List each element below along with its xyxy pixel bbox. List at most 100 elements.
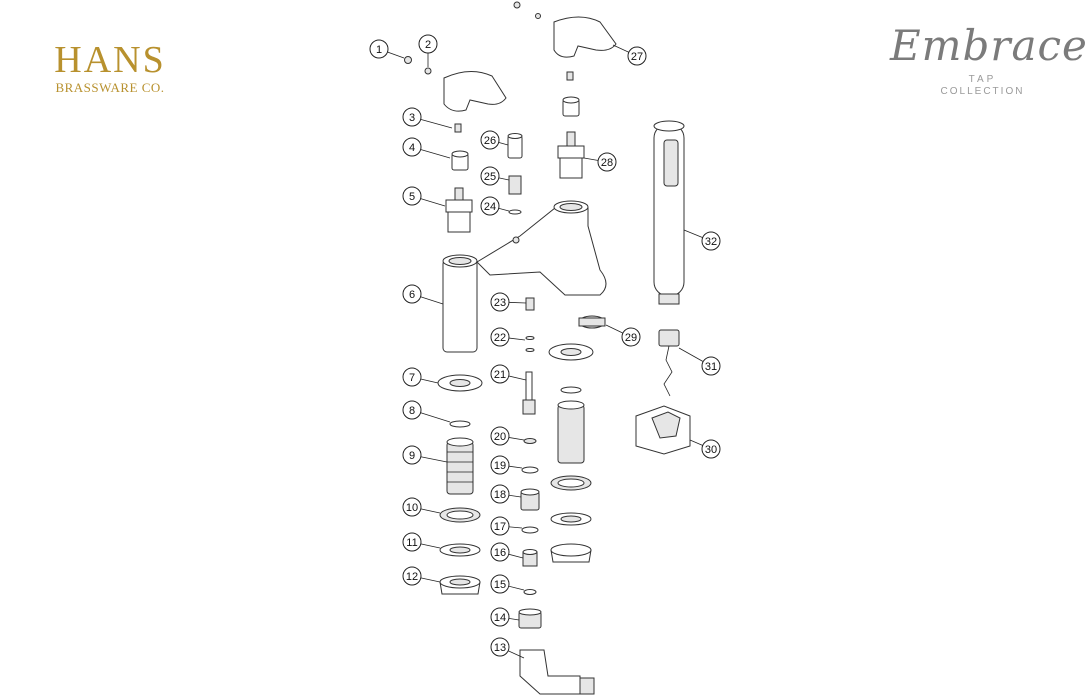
callout-number-18: 18 [494, 489, 506, 501]
part-14-nut [518, 608, 542, 629]
callout-circle-32 [701, 231, 721, 251]
part-24-o-ring [508, 209, 522, 215]
callout-number-7: 7 [409, 372, 415, 384]
part-6-body-pillar [442, 254, 478, 353]
callout-circle-4 [402, 137, 422, 157]
callout-circle-10 [402, 497, 422, 517]
callout-number-31: 31 [705, 361, 717, 373]
callout-circle-7 [402, 367, 422, 387]
part-1-screw-cap [404, 56, 412, 64]
part-12-back-nut [439, 575, 481, 595]
collection-script-name: Embrace [890, 21, 1088, 70]
collection-line1: TAP [968, 74, 997, 85]
callout-circle-31 [701, 356, 721, 376]
callout-number-17: 17 [494, 521, 506, 533]
callout-circle-15 [490, 574, 510, 594]
right-o-ring [560, 386, 582, 394]
callout-number-10: 10 [406, 502, 418, 514]
spout-body [476, 200, 607, 296]
callout-number-23: 23 [494, 297, 506, 309]
part-26-diverter-knob [507, 133, 523, 159]
part-25-diverter-adaptor [508, 175, 522, 195]
callout-number-1: 1 [376, 44, 382, 56]
callout-circle-25 [480, 166, 500, 186]
callout-circle-8 [402, 400, 422, 420]
collection-logo: Embrace TAP COLLECTION [890, 18, 1088, 98]
part-2-grub-screw [424, 67, 432, 75]
right-screw [566, 71, 574, 81]
part-15-washer [523, 589, 537, 595]
callout-number-30: 30 [705, 444, 717, 456]
callout-circle-20 [490, 426, 510, 446]
collection-line2: COLLECTION [940, 86, 1025, 97]
callout-circle-21 [490, 364, 510, 384]
right-back-nut [550, 543, 592, 563]
callout-number-27: 27 [631, 51, 643, 63]
right-adaptor [562, 96, 580, 117]
part-18-connector [520, 488, 540, 511]
callout-number-3: 3 [409, 112, 415, 124]
callout-circle-5 [402, 186, 422, 206]
part-13-elbow-hose-connector [519, 649, 595, 695]
callout-circle-3 [402, 107, 422, 127]
part-5-cartridge [445, 187, 473, 233]
callout-circle-14 [490, 607, 510, 627]
part-11-metal-washer [439, 543, 481, 557]
callout-circle-27 [627, 46, 647, 66]
part-27-right-handle-lever [513, 1, 617, 58]
callout-circle-9 [402, 445, 422, 465]
callout-number-29: 29 [625, 332, 637, 344]
callout-number-12: 12 [406, 571, 418, 583]
part-7-washer [437, 374, 483, 392]
callout-number-28: 28 [601, 157, 613, 169]
right-metal-washer [550, 512, 592, 526]
brand-logo: HANS BRASSWARE CO. [40, 40, 180, 96]
callout-circle-6 [402, 284, 422, 304]
callout-circle-23 [490, 292, 510, 312]
callout-number-20: 20 [494, 431, 506, 443]
part-16-nipple [522, 549, 538, 567]
callout-number-24: 24 [484, 201, 496, 213]
callout-circle-24 [480, 196, 500, 216]
part-31-shower-hose [658, 329, 680, 397]
part-23-spring [525, 297, 535, 311]
callout-circle-17 [490, 516, 510, 536]
callout-circle-29 [621, 327, 641, 347]
callout-number-9: 9 [409, 450, 415, 462]
callout-number-32: 32 [705, 236, 717, 248]
callout-number-21: 21 [494, 369, 506, 381]
part-4-adaptor [451, 150, 469, 171]
callout-number-13: 13 [494, 642, 506, 654]
part-32-shower-handset [653, 120, 685, 305]
callout-circle-2 [418, 34, 438, 54]
part-21-diverter-spindle [522, 371, 536, 415]
part-17-washer [521, 526, 539, 534]
callout-number-5: 5 [409, 191, 415, 203]
part-30-wall-bracket [635, 405, 691, 455]
callout-number-2: 2 [425, 39, 431, 51]
callout-circle-30 [701, 439, 721, 459]
part-22-clips [525, 336, 535, 352]
callout-number-26: 26 [484, 135, 496, 147]
callout-circle-13 [490, 637, 510, 657]
callout-circle-26 [480, 130, 500, 150]
callout-circle-16 [490, 542, 510, 562]
callout-number-8: 8 [409, 405, 415, 417]
brand-subtitle: BRASSWARE CO. [55, 80, 165, 95]
callout-number-16: 16 [494, 547, 506, 559]
callout-number-11: 11 [406, 537, 417, 549]
callout-number-14: 14 [494, 612, 506, 624]
callout-number-15: 15 [494, 579, 506, 591]
part-29-aerator [578, 315, 606, 329]
callout-number-19: 19 [494, 460, 506, 472]
callout-circle-18 [490, 484, 510, 504]
callout-circle-12 [402, 566, 422, 586]
part-20-o-ring [523, 438, 537, 444]
right-washer [548, 343, 594, 361]
part-28-cartridge [557, 131, 585, 179]
callout-number-4: 4 [409, 142, 415, 154]
callout-number-6: 6 [409, 289, 415, 301]
brand-name: HANS [54, 39, 166, 81]
callout-circle-22 [490, 327, 510, 347]
